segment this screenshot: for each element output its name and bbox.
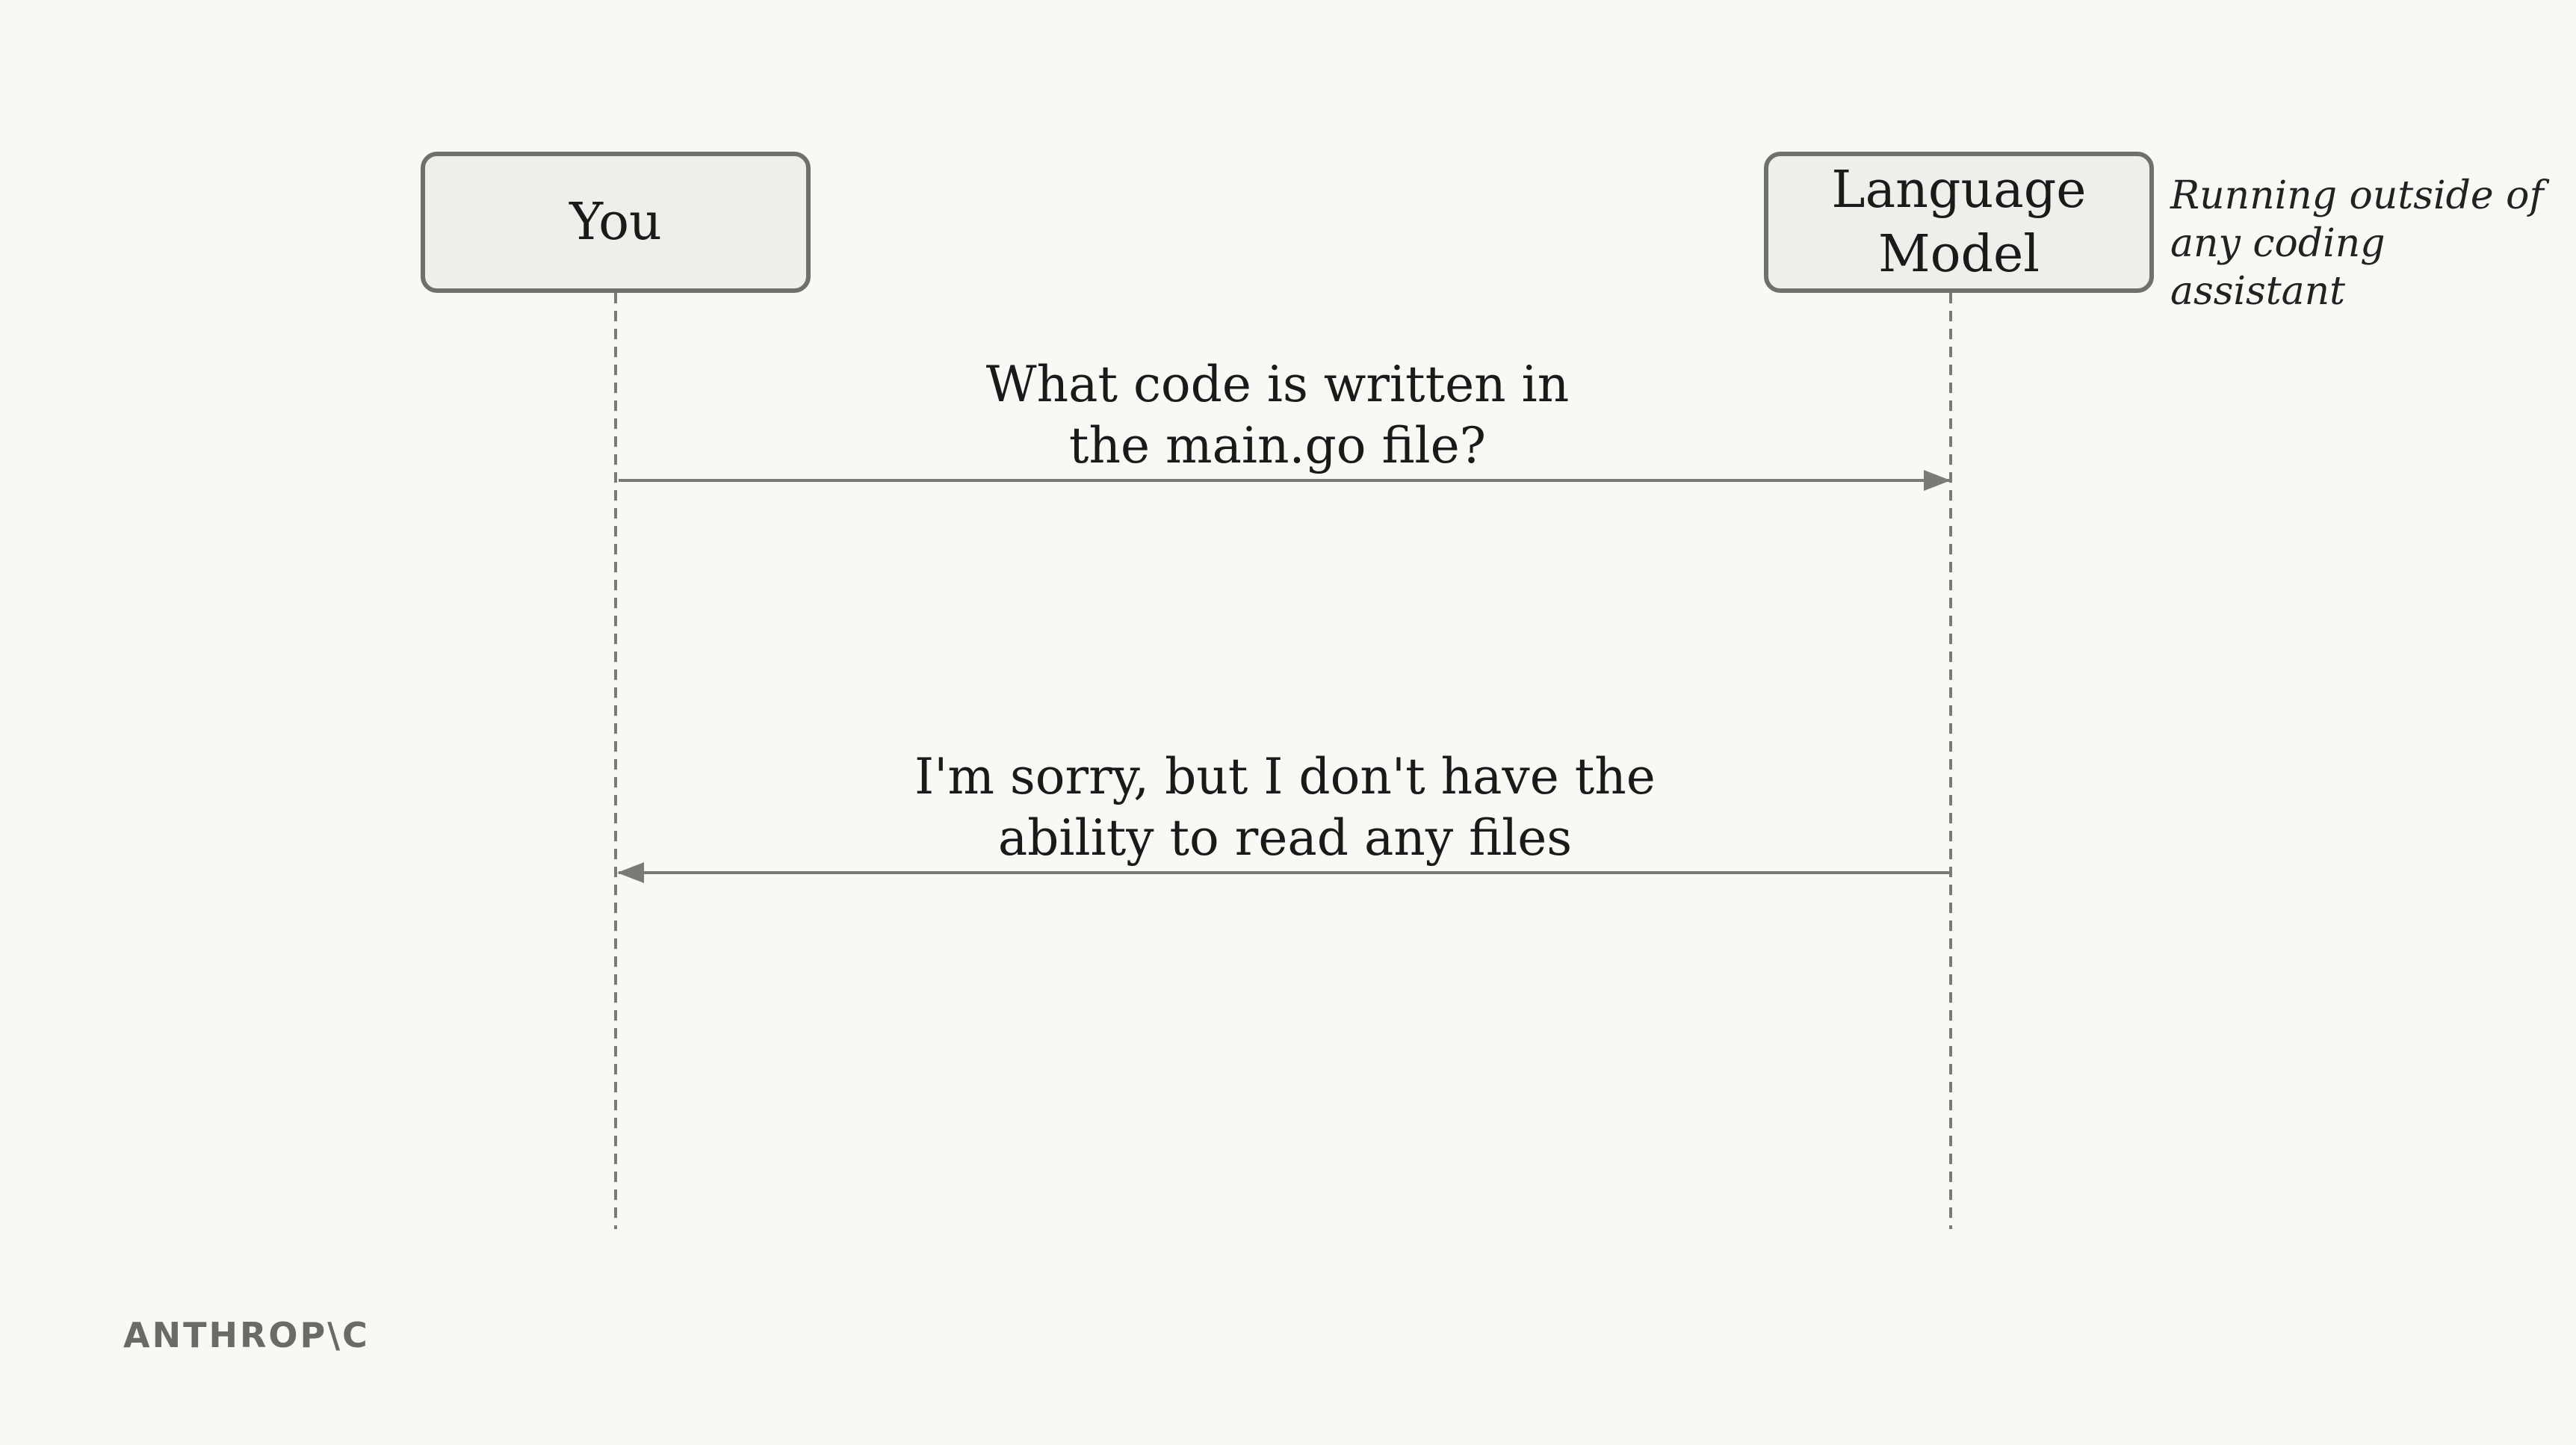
message-label-request: What code is written in the main.go file… [985,356,1570,474]
actor-label-you: You [569,192,662,252]
actor-box-language-model: Language Model [1764,152,2154,293]
anthropic-logo: ANTHROP\C [123,1315,370,1355]
actor-note: Running outside of any coding assistant [2170,173,2544,314]
actor-box-you: You [421,152,811,293]
actor-label-language-model: Language Model [1831,160,2087,284]
message-label-response: I'm sorry, but I don't have the ability … [914,748,1656,867]
